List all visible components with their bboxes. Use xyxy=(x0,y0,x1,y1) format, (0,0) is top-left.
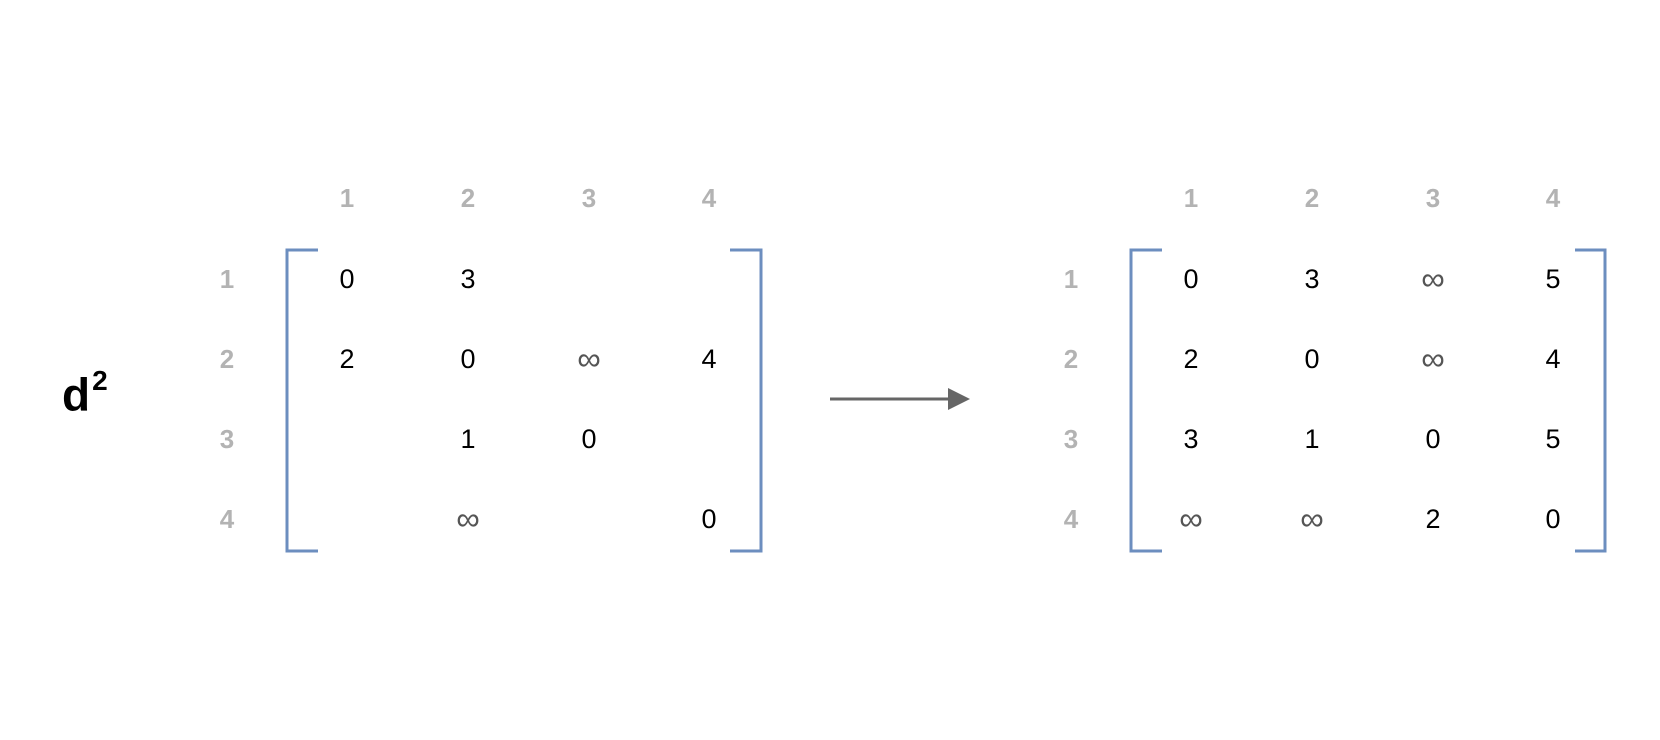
matrix-before-right-bracket xyxy=(730,248,763,553)
matrix-after-cell: 0 xyxy=(1545,504,1561,534)
matrix-before-cell: 1 xyxy=(460,424,476,454)
matrix-after-cell: 0 xyxy=(1183,264,1199,294)
matrix-after-cell: 1 xyxy=(1304,424,1320,454)
matrix-before-cell: 0 xyxy=(701,504,717,534)
matrix-before-cell: 3 xyxy=(460,264,476,294)
matrix-title-base: d xyxy=(62,368,91,421)
matrix-before-row-label: 4 xyxy=(219,504,235,534)
matrix-before-col-label: 2 xyxy=(460,183,476,213)
matrix-before-col-label: 1 xyxy=(339,183,355,213)
matrix-after-row-label: 4 xyxy=(1063,504,1079,534)
matrix-after-cell: 2 xyxy=(1183,344,1199,374)
matrix-after-col-label: 3 xyxy=(1425,183,1441,213)
matrix-title-exponent: 2 xyxy=(92,365,108,396)
matrix-before-cell: 0 xyxy=(581,424,597,454)
matrix-before-row-label: 2 xyxy=(219,344,235,374)
matrix-after-cell: 2 xyxy=(1425,504,1441,534)
matrix-after-right-bracket xyxy=(1575,248,1607,553)
matrix-after-cell: 5 xyxy=(1545,264,1561,294)
transition-arrow-icon xyxy=(830,388,970,410)
matrix-before-cell: 2 xyxy=(339,344,355,374)
matrix-after-cell: ∞ xyxy=(1179,500,1203,537)
matrix-before-cell: 0 xyxy=(460,344,476,374)
matrix-after-row-label: 2 xyxy=(1063,344,1079,374)
matrix-after-cell: 0 xyxy=(1425,424,1441,454)
matrix-before-cell: 4 xyxy=(701,344,717,374)
matrix-after-cell: 3 xyxy=(1183,424,1199,454)
matrix-after-cell: 4 xyxy=(1545,344,1561,374)
matrix-after-col-label: 4 xyxy=(1545,183,1561,213)
matrix-title: d2 xyxy=(62,360,108,419)
matrix-before-cell: ∞ xyxy=(456,500,480,537)
matrix-before-left-bracket xyxy=(285,248,318,553)
matrix-after-cell: ∞ xyxy=(1421,340,1445,377)
matrix-after-left-bracket xyxy=(1129,248,1162,553)
matrix-before-col-label: 4 xyxy=(701,183,717,213)
matrix-before-row-label: 3 xyxy=(219,424,235,454)
matrix-after-col-label: 1 xyxy=(1183,183,1199,213)
matrix-after-cell: 3 xyxy=(1304,264,1320,294)
matrix-before-col-label: 3 xyxy=(581,183,597,213)
matrix-before-row-label: 1 xyxy=(219,264,235,294)
matrix-after-cell: 0 xyxy=(1304,344,1320,374)
matrix-after-col-label: 2 xyxy=(1304,183,1320,213)
matrix-after-row-label: 3 xyxy=(1063,424,1079,454)
matrix-before-cell: ∞ xyxy=(577,340,601,377)
matrix-after-row-label: 1 xyxy=(1063,264,1079,294)
matrix-before-cell: 0 xyxy=(339,264,355,294)
matrix-after-cell: 5 xyxy=(1545,424,1561,454)
matrix-after-cell: ∞ xyxy=(1421,260,1445,297)
matrix-after-cell: ∞ xyxy=(1300,500,1324,537)
